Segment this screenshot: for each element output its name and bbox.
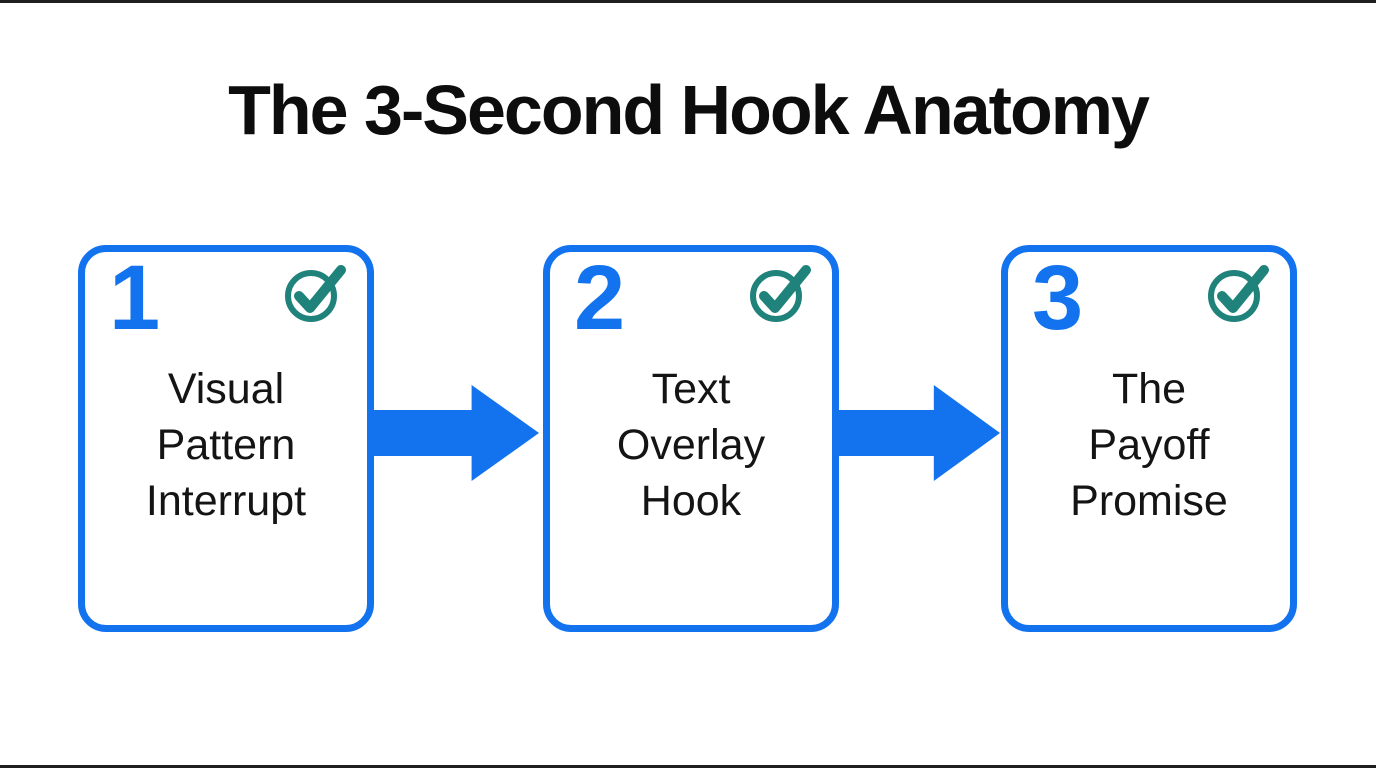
top-edge-bar <box>0 0 1376 3</box>
bottom-edge-bar <box>0 765 1376 768</box>
page-title: The 3-Second Hook Anatomy <box>228 71 1150 149</box>
step-card-2: 2 Text Overlay Hook <box>543 245 839 632</box>
step-card-1: 1 Visual Pattern Interrupt <box>78 245 374 632</box>
step-label: Text Overlay Hook <box>616 365 766 525</box>
step-number: 2 <box>574 247 626 349</box>
check-circle-icon <box>283 262 351 324</box>
check-circle-icon <box>1206 262 1274 324</box>
step-label: The Payoff Promise <box>1070 365 1228 525</box>
check-circle-icon <box>748 262 816 324</box>
arrow-right-icon <box>374 385 539 481</box>
step-label: Visual Pattern Interrupt <box>145 365 307 525</box>
step-card-3: 3 The Payoff Promise <box>1001 245 1297 632</box>
step-number: 3 <box>1032 247 1084 349</box>
step-number: 1 <box>109 247 161 349</box>
arrow-right-icon <box>838 385 1000 481</box>
